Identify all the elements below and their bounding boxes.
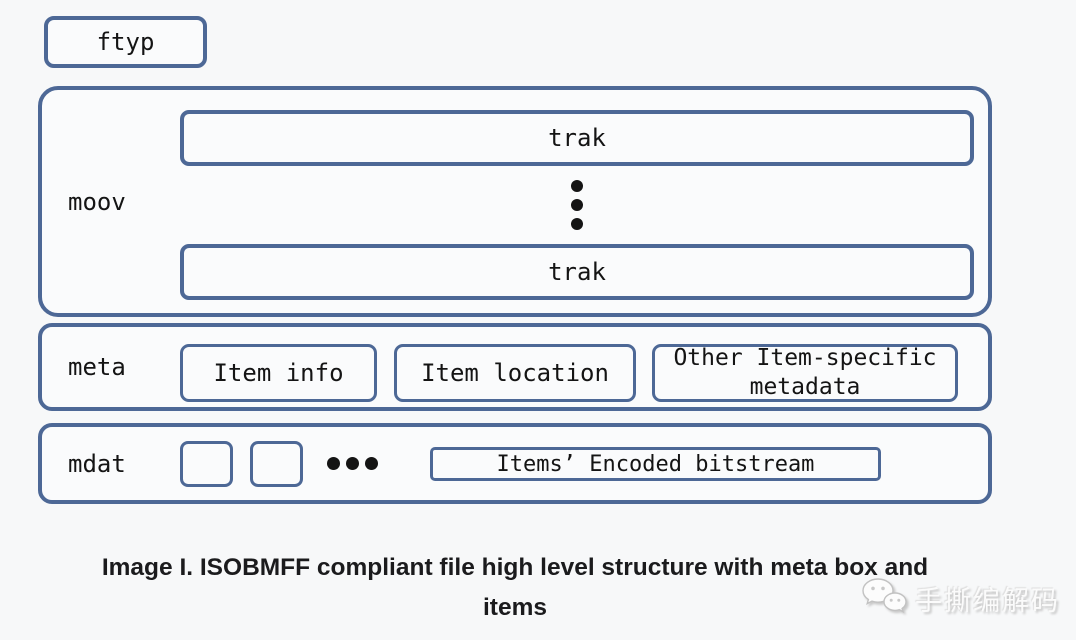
dot — [345, 457, 359, 470]
watermark-text: 手撕编解码 — [915, 585, 1060, 616]
item-info-box: Item info — [180, 344, 377, 402]
item-info-label: Item info — [213, 358, 344, 387]
trak-box-bottom: trak — [180, 244, 974, 300]
encoded-bitstream-label: Items’ Encoded bitstream — [496, 451, 815, 477]
mdat-box: mdat Items’ Encoded bitstream — [38, 423, 992, 504]
ftyp-label: ftyp — [96, 28, 155, 56]
moov-label: moov — [68, 187, 126, 216]
ftyp-box: ftyp — [44, 16, 207, 68]
dot — [571, 199, 583, 211]
mdat-sample-box — [250, 441, 303, 487]
other-item-metadata-label: Other Item-specific metadata — [673, 345, 937, 400]
wechat-icon — [860, 576, 908, 620]
mdat-label-wrap: mdat — [68, 427, 126, 500]
mdat-label: mdat — [68, 449, 126, 478]
trak-top-label: trak — [548, 124, 606, 152]
dot — [571, 218, 583, 230]
encoded-bitstream-box: Items’ Encoded bitstream — [430, 447, 881, 481]
figure-caption: Image I. ISOBMFF compliant file high lev… — [38, 548, 992, 628]
horizontal-ellipsis-icon — [320, 427, 384, 500]
meta-box: meta Item info Item location Other Item-… — [38, 323, 992, 411]
dot — [571, 180, 583, 192]
watermark: 手撕编解码 — [860, 576, 1060, 620]
dot — [326, 457, 340, 470]
trak-box-top: trak — [180, 110, 974, 166]
other-item-metadata-box: Other Item-specific metadata — [652, 344, 958, 402]
trak-bottom-label: trak — [548, 258, 606, 286]
vertical-ellipsis-icon — [180, 168, 974, 242]
moov-label-wrap: moov — [68, 90, 126, 313]
caption-line-1: Image I. ISOBMFF compliant file high lev… — [101, 554, 929, 581]
meta-label-wrap: meta — [68, 327, 126, 407]
item-location-box: Item location — [394, 344, 636, 402]
meta-label: meta — [68, 353, 126, 381]
item-location-label: Item location — [421, 358, 609, 387]
caption-line-2: items — [482, 594, 547, 621]
mdat-sample-box — [180, 441, 233, 487]
dot — [364, 457, 378, 470]
moov-box: moov trak trak — [38, 86, 992, 317]
